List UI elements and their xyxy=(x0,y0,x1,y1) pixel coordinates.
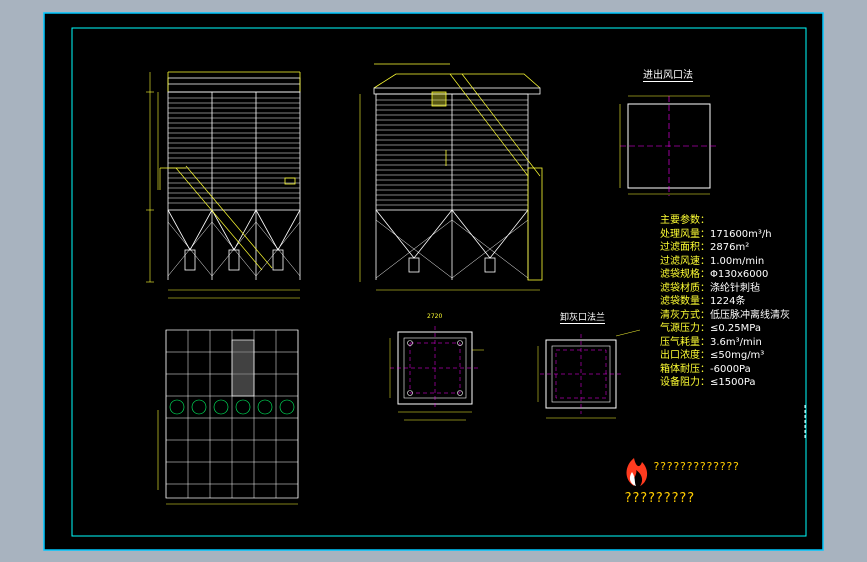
spec-value: Φ130x6000 xyxy=(710,269,769,280)
spec-label: 滤袋数量： xyxy=(660,296,710,307)
spec-label: 出口浓度： xyxy=(660,350,710,361)
spec-label: 主要参数： xyxy=(660,215,710,226)
spec-row: 设备阻力：≤1500Pa xyxy=(660,376,756,389)
spec-label: 压气耗量： xyxy=(660,336,710,348)
spec-value: 171600m³/h xyxy=(710,228,772,240)
spec-value: 低压脉冲离线清灰 xyxy=(710,309,790,321)
spec-row: 主要参数： xyxy=(660,214,710,227)
front-elevation-view xyxy=(146,71,301,299)
spec-value: 1224条 xyxy=(710,296,746,307)
side-elevation-view xyxy=(359,63,543,291)
inner-border xyxy=(71,27,807,537)
company-logo xyxy=(626,458,648,486)
small-flange-view xyxy=(389,326,484,421)
spec-value: ≤1500Pa xyxy=(710,377,756,388)
spec-value: ≤0.25MPa xyxy=(710,323,761,334)
spec-value: -6000Pa xyxy=(710,363,751,375)
spec-label: 箱体耐压： xyxy=(660,363,710,375)
spec-value: 2876m² xyxy=(710,242,750,253)
spec-row: 压气耗量：3.6m³/min xyxy=(660,336,762,349)
spec-row: 出口浓度：≤50mg/m³ xyxy=(660,349,764,362)
spec-row: 过滤风速：1.00m/min xyxy=(660,255,764,268)
spec-label: 清灰方式： xyxy=(660,309,710,321)
spec-row: 滤袋材质：涤纶针刺毡 xyxy=(660,282,760,295)
spec-label: 过滤风速： xyxy=(660,255,710,267)
spec-label: 气源压力： xyxy=(660,323,710,334)
spec-value: ≤50mg/m³ xyxy=(710,350,765,361)
spec-value: 1.00m/min xyxy=(710,255,765,267)
spec-row: 过滤面积：2876m² xyxy=(660,241,749,254)
spec-label: 设备阻力： xyxy=(660,377,710,388)
spec-label: 过滤面积： xyxy=(660,242,710,253)
small-flange-dim-label: 2720 xyxy=(427,313,443,320)
spec-value: 涤纶针刺毡 xyxy=(710,282,760,294)
ash-outlet-flange-title: 卸灰口法兰 xyxy=(560,310,606,324)
ash-outlet-flange-view xyxy=(537,329,641,419)
spec-row: 气源压力：≤0.25MPa xyxy=(660,322,761,335)
spec-label: 滤袋材质： xyxy=(660,282,710,294)
spec-row: 清灰方式：低压脉冲离线清灰 xyxy=(660,309,790,322)
drawing-sheet xyxy=(43,12,824,551)
spec-row: 滤袋数量：1224条 xyxy=(660,295,745,308)
logo-line-1: ????????????? xyxy=(653,460,740,473)
spec-label: 滤袋规格： xyxy=(660,269,710,280)
spec-row: 箱体耐压：-6000Pa xyxy=(660,363,751,376)
plan-view xyxy=(157,329,299,505)
spec-value: 3.6m³/min xyxy=(710,336,762,348)
spec-row: 滤袋规格：Φ130x6000 xyxy=(660,268,768,281)
inlet-outlet-flange-view xyxy=(619,95,718,196)
inlet-outlet-flange-title: 进出风口法 xyxy=(643,66,693,82)
spec-label: 处理风量： xyxy=(660,228,710,240)
spec-row: 处理风量：171600m³/h xyxy=(660,228,772,241)
logo-line-2: ????????? xyxy=(624,491,695,506)
